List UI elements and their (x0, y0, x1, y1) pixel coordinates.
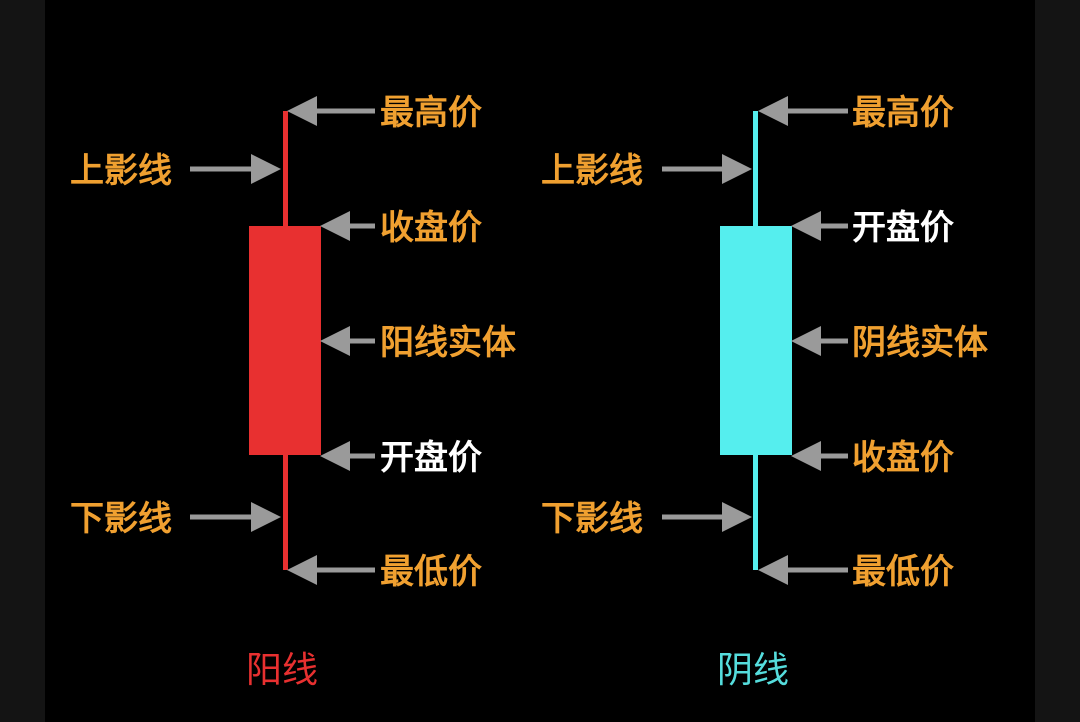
label-low: 最低价 (852, 552, 954, 592)
label-body-top: 收盘价 (380, 208, 482, 248)
label-body-bottom: 开盘价 (380, 438, 482, 478)
right-side-panel (1035, 0, 1080, 722)
label-body: 阳线实体 (380, 323, 516, 363)
caption-bullish: 阳线 (246, 650, 318, 691)
label-lower-shadow: 下影线 (70, 499, 172, 539)
bullish-body (249, 226, 321, 455)
label-upper-shadow: 上影线 (70, 151, 172, 191)
caption-bearish: 阴线 (717, 650, 789, 691)
label-lower-shadow: 下影线 (541, 499, 643, 539)
bullish-candle-group: 最高价 上影线 收盘价 阳线实体 开盘价 下影线 最低价 阳线 (70, 93, 516, 691)
label-high: 最高价 (380, 93, 482, 133)
left-side-panel (0, 0, 45, 722)
label-body-top: 开盘价 (852, 208, 954, 248)
bearish-body (720, 226, 792, 455)
bearish-candle-group: 最高价 上影线 开盘价 阴线实体 收盘价 下影线 最低价 阴线 (541, 93, 988, 691)
label-upper-shadow: 上影线 (541, 151, 643, 191)
label-low: 最低价 (380, 552, 482, 592)
label-high: 最高价 (852, 93, 954, 133)
label-body-bottom: 收盘价 (852, 438, 954, 478)
label-body: 阴线实体 (852, 323, 988, 363)
